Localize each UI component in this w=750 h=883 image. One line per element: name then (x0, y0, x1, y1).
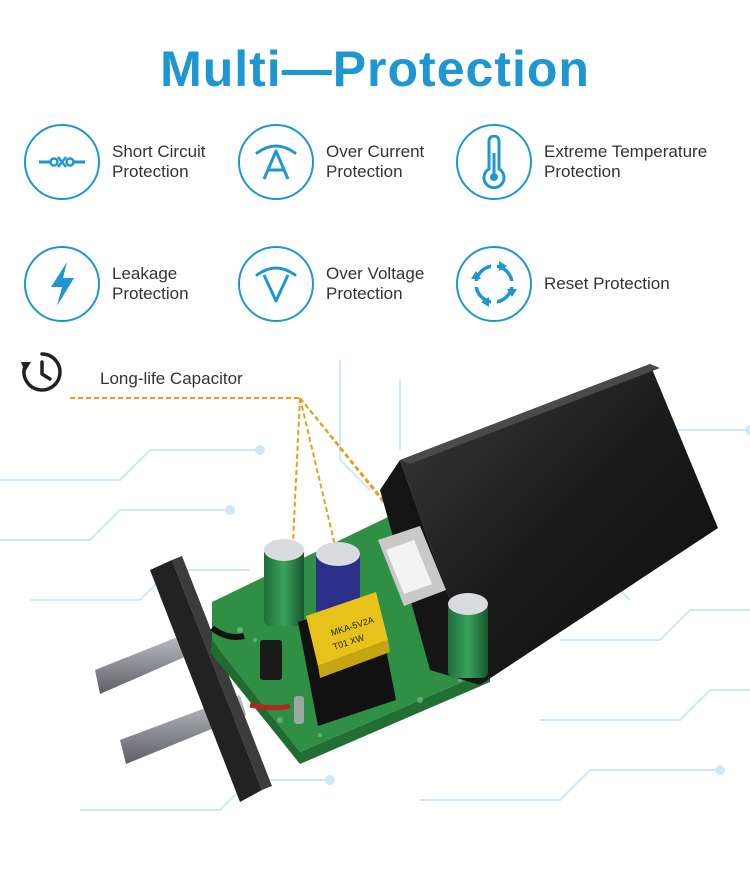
thermometer-icon (456, 124, 532, 200)
feature-short-circuit: Short Circuit Protection (24, 124, 206, 200)
capacitors (264, 539, 488, 678)
feature-over-current: Over Current Protection (238, 124, 424, 200)
short-circuit-icon (24, 124, 100, 200)
lightning-icon (24, 246, 100, 322)
page-title: Multi—Protection (160, 41, 590, 97)
clock-icon (20, 350, 64, 399)
feature-label: Short Circuit Protection (112, 142, 206, 181)
small-components (210, 625, 304, 724)
feature-temperature: Extreme Temperature Protection (456, 124, 707, 200)
charger-housing (380, 364, 718, 685)
feature-label: Extreme Temperature Protection (544, 142, 708, 181)
feature-label: Over Voltage Protection (326, 264, 425, 303)
reset-icon (456, 246, 532, 322)
feature-label: Over Current Protection (326, 142, 425, 181)
feature-leakage: Leakage Protection (24, 246, 189, 322)
usb-port (378, 526, 446, 606)
transformer: MKA-5V2A T01 XW (298, 592, 396, 726)
current-icon (238, 124, 314, 200)
feature-label: Leakage Protection (112, 264, 189, 303)
feature-reset: Reset Protection (456, 246, 670, 322)
plug-plate (150, 556, 272, 802)
charger-illustration: MKA-5V2A T01 XW (0, 360, 750, 811)
feature-label: Reset Protection (544, 274, 670, 293)
feature-over-voltage: Over Voltage Protection (238, 246, 424, 322)
capacitor-label: Long-life Capacitor (100, 369, 243, 388)
voltage-icon (238, 246, 314, 322)
